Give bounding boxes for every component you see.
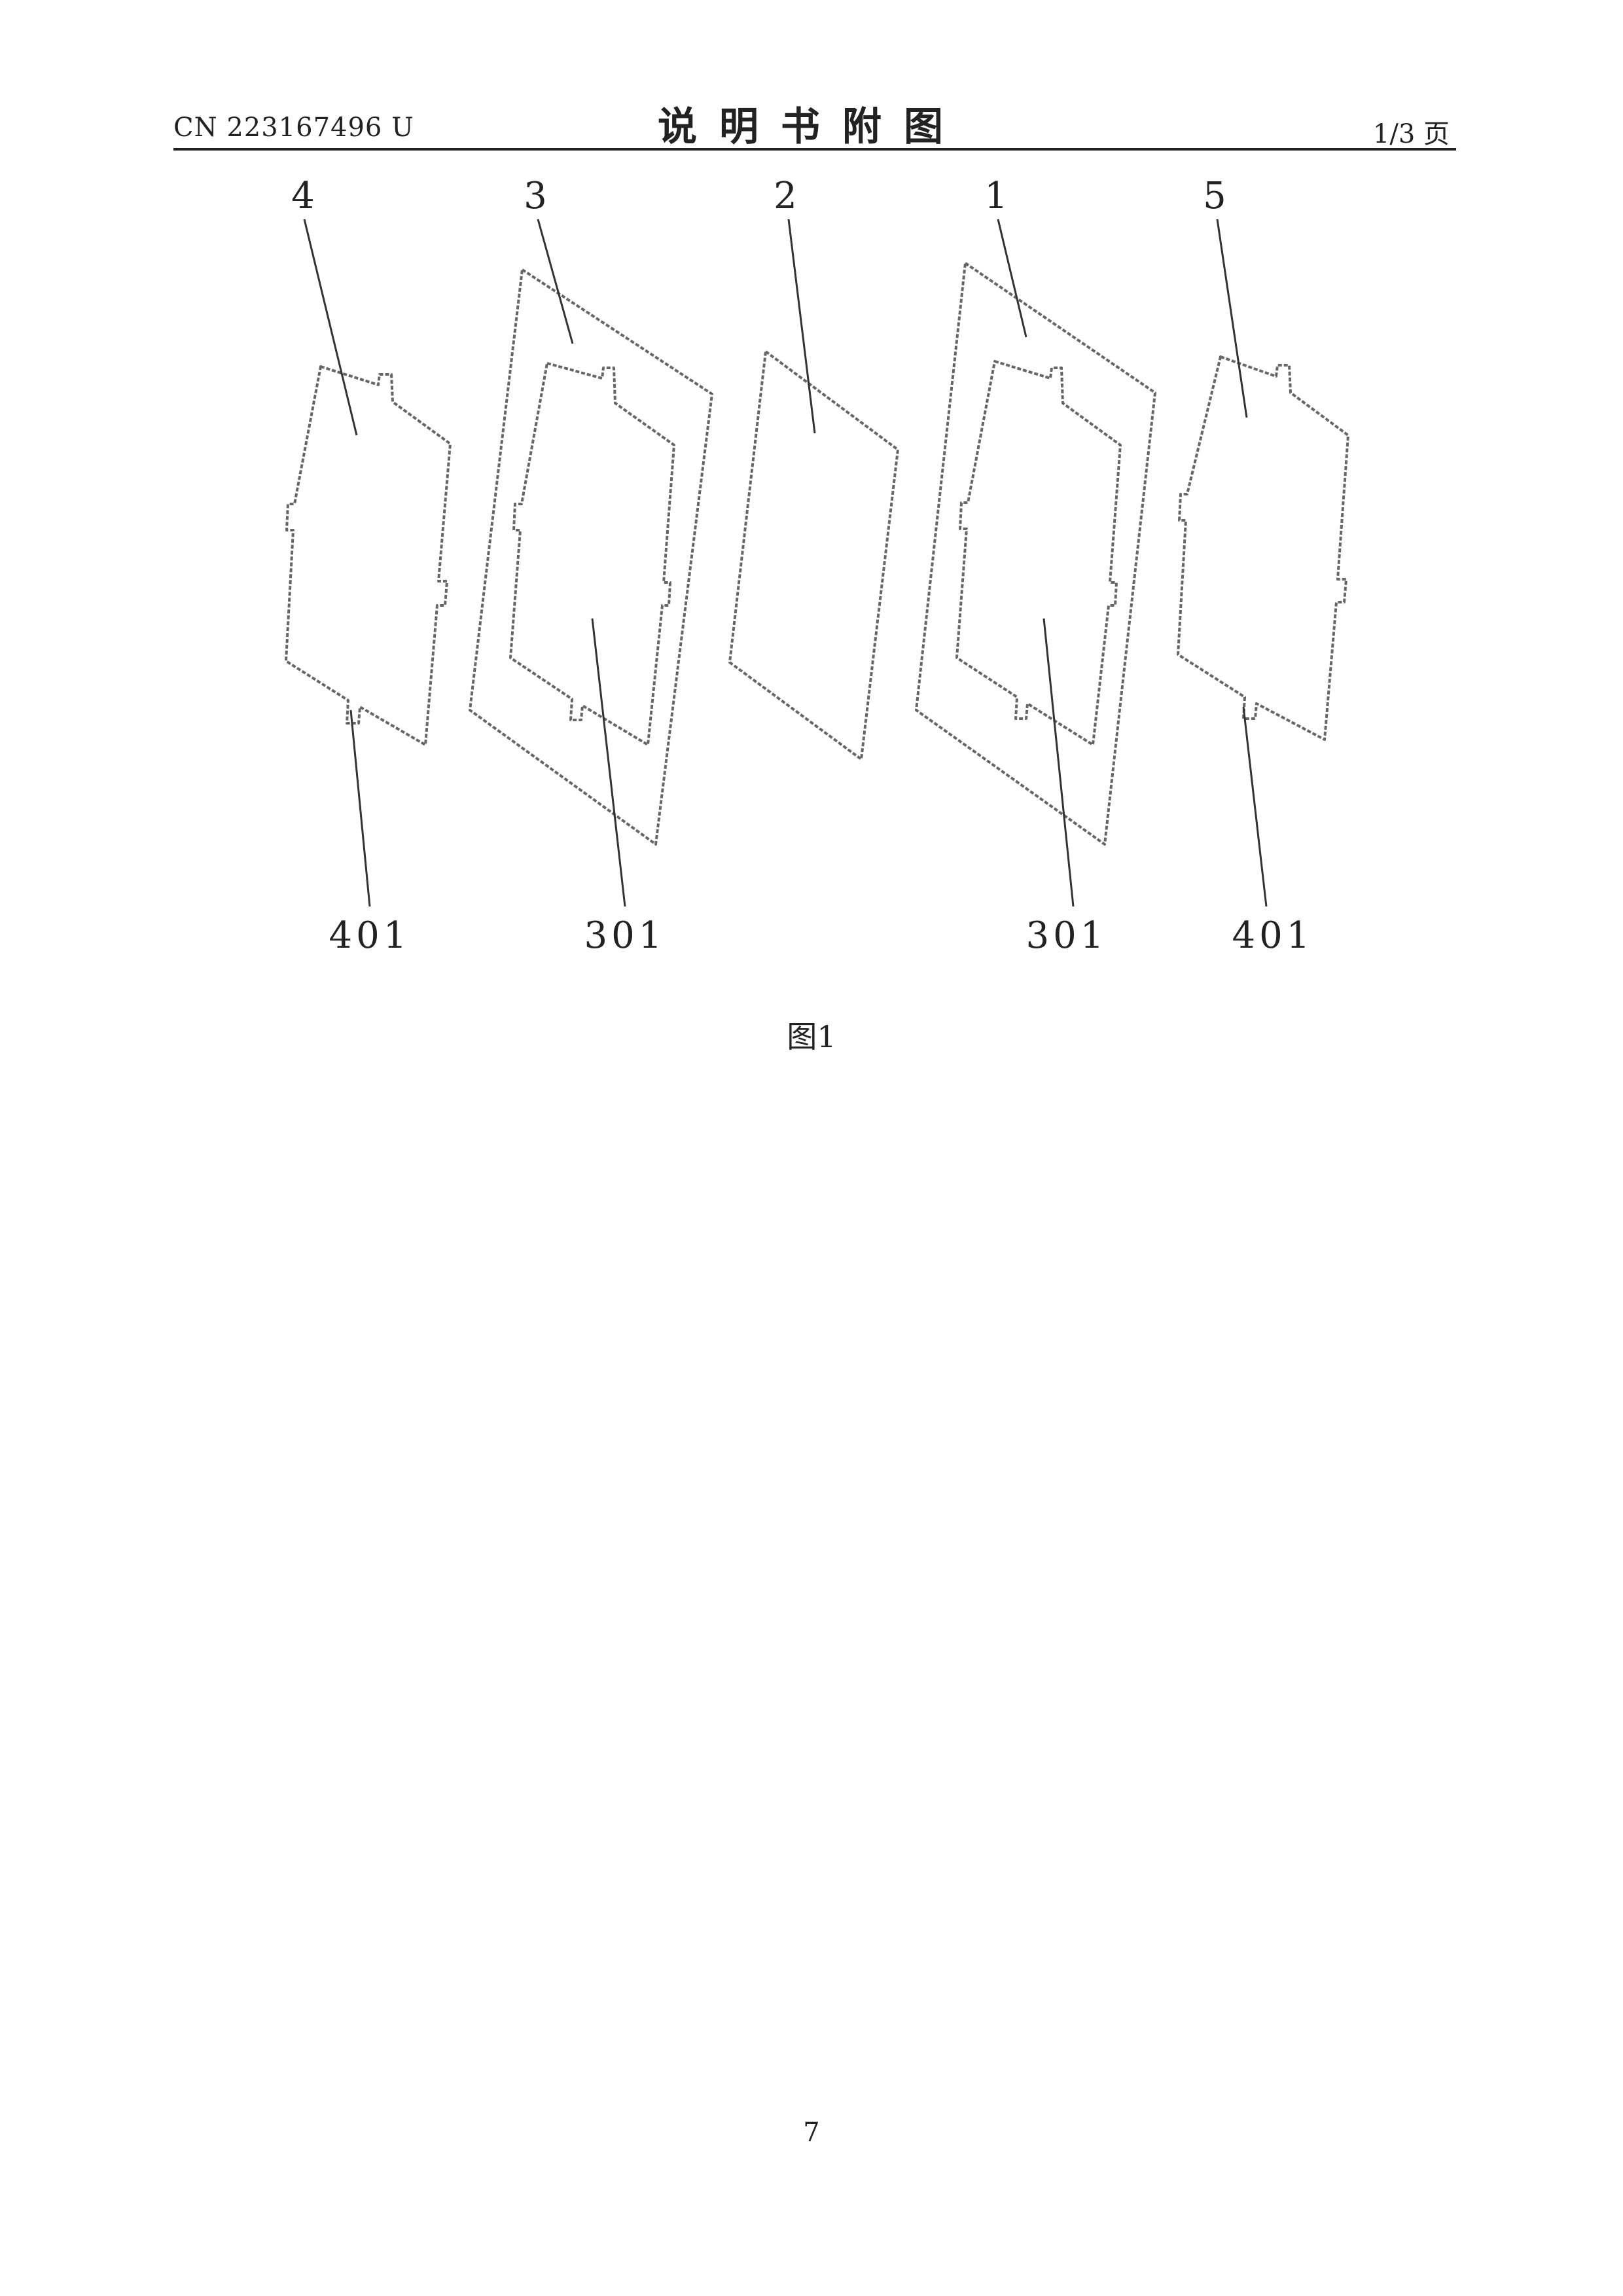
label-tab-401-right: 401 — [1232, 914, 1314, 957]
leader-line-1 — [998, 219, 1026, 337]
leader-line-301-left — [592, 619, 625, 906]
label-window-301-right: 301 — [1026, 914, 1108, 957]
leader-line-301-right — [1044, 619, 1073, 906]
part-4-sheet — [286, 367, 450, 745]
part-5-sheet — [1178, 357, 1348, 740]
label-part-2: 2 — [774, 175, 797, 217]
label-part-1: 1 — [984, 175, 1008, 217]
part-1-window-301 — [957, 361, 1120, 745]
part-3-window-301 — [510, 363, 674, 745]
label-part-3: 3 — [524, 175, 547, 217]
figure-caption: 图1 — [0, 1013, 1623, 1056]
leader-line-401-left — [351, 710, 370, 906]
exploded-view-drawing: 4 3 2 1 5 401 301 301 401 — [0, 0, 1623, 1113]
part-2-sheet — [730, 351, 898, 759]
leader-line-4 — [304, 219, 357, 435]
leader-line-3 — [538, 219, 573, 344]
part-3-frame-outer — [470, 270, 712, 844]
label-part-5: 5 — [1203, 175, 1226, 217]
leader-line-2 — [789, 219, 815, 433]
page-number: 7 — [0, 2117, 1623, 2147]
label-part-4: 4 — [291, 175, 315, 217]
label-window-301-left: 301 — [584, 914, 666, 957]
leader-line-5 — [1217, 219, 1247, 418]
label-tab-401-left: 401 — [329, 914, 411, 957]
leader-line-401-right — [1243, 707, 1266, 906]
part-1-frame-outer — [916, 263, 1155, 844]
